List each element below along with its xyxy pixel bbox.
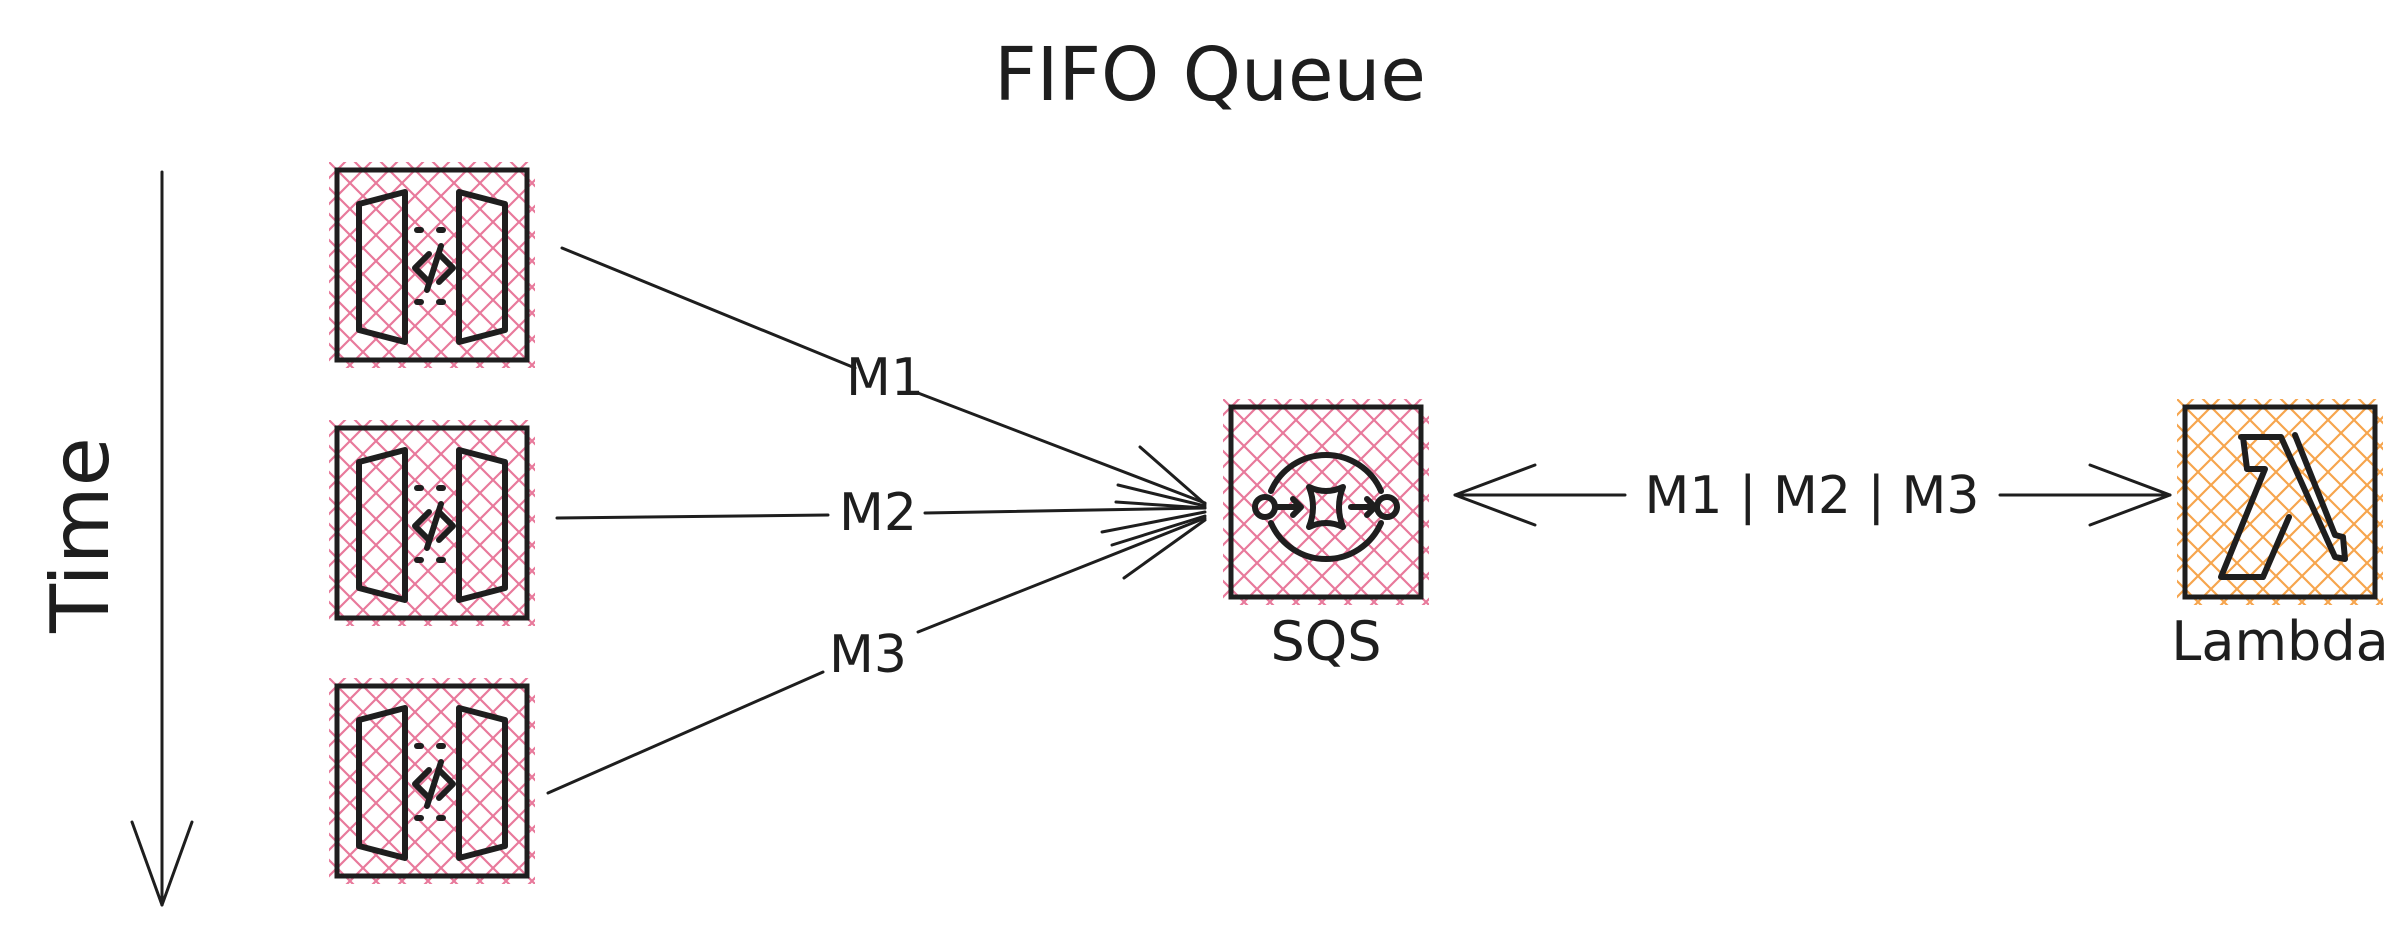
- time-axis-label: Time: [34, 437, 127, 634]
- time-axis: Time: [34, 170, 194, 907]
- producer-2-node: [329, 420, 535, 626]
- sqs-node: [1223, 399, 1429, 605]
- edge-m3: M3: [546, 516, 1207, 795]
- edge-sqs-lambda: M1 | M2 | M3: [1453, 463, 2172, 527]
- diagram-title: FIFO Queue: [994, 32, 1426, 118]
- edge-m1: M1: [560, 246, 1207, 505]
- lambda-label: Lambda: [2171, 610, 2388, 673]
- producer-3-node: [329, 678, 535, 884]
- lambda-icon: [2218, 432, 2348, 580]
- edge-m3-label: M3: [829, 625, 907, 685]
- sqs-arrowheads: [1100, 445, 1207, 580]
- edge-sqs-lambda-label: M1 | M2 | M3: [1644, 466, 1979, 526]
- sqs-queue-icon: [1252, 451, 1400, 563]
- edge-m2-label: M2: [839, 483, 917, 543]
- edge-m2: M2: [555, 483, 1207, 543]
- lambda-node: [2177, 399, 2383, 605]
- producer-1-node: [329, 162, 535, 368]
- sqs-label: SQS: [1270, 610, 1381, 673]
- edge-m1-label: M1: [846, 348, 924, 408]
